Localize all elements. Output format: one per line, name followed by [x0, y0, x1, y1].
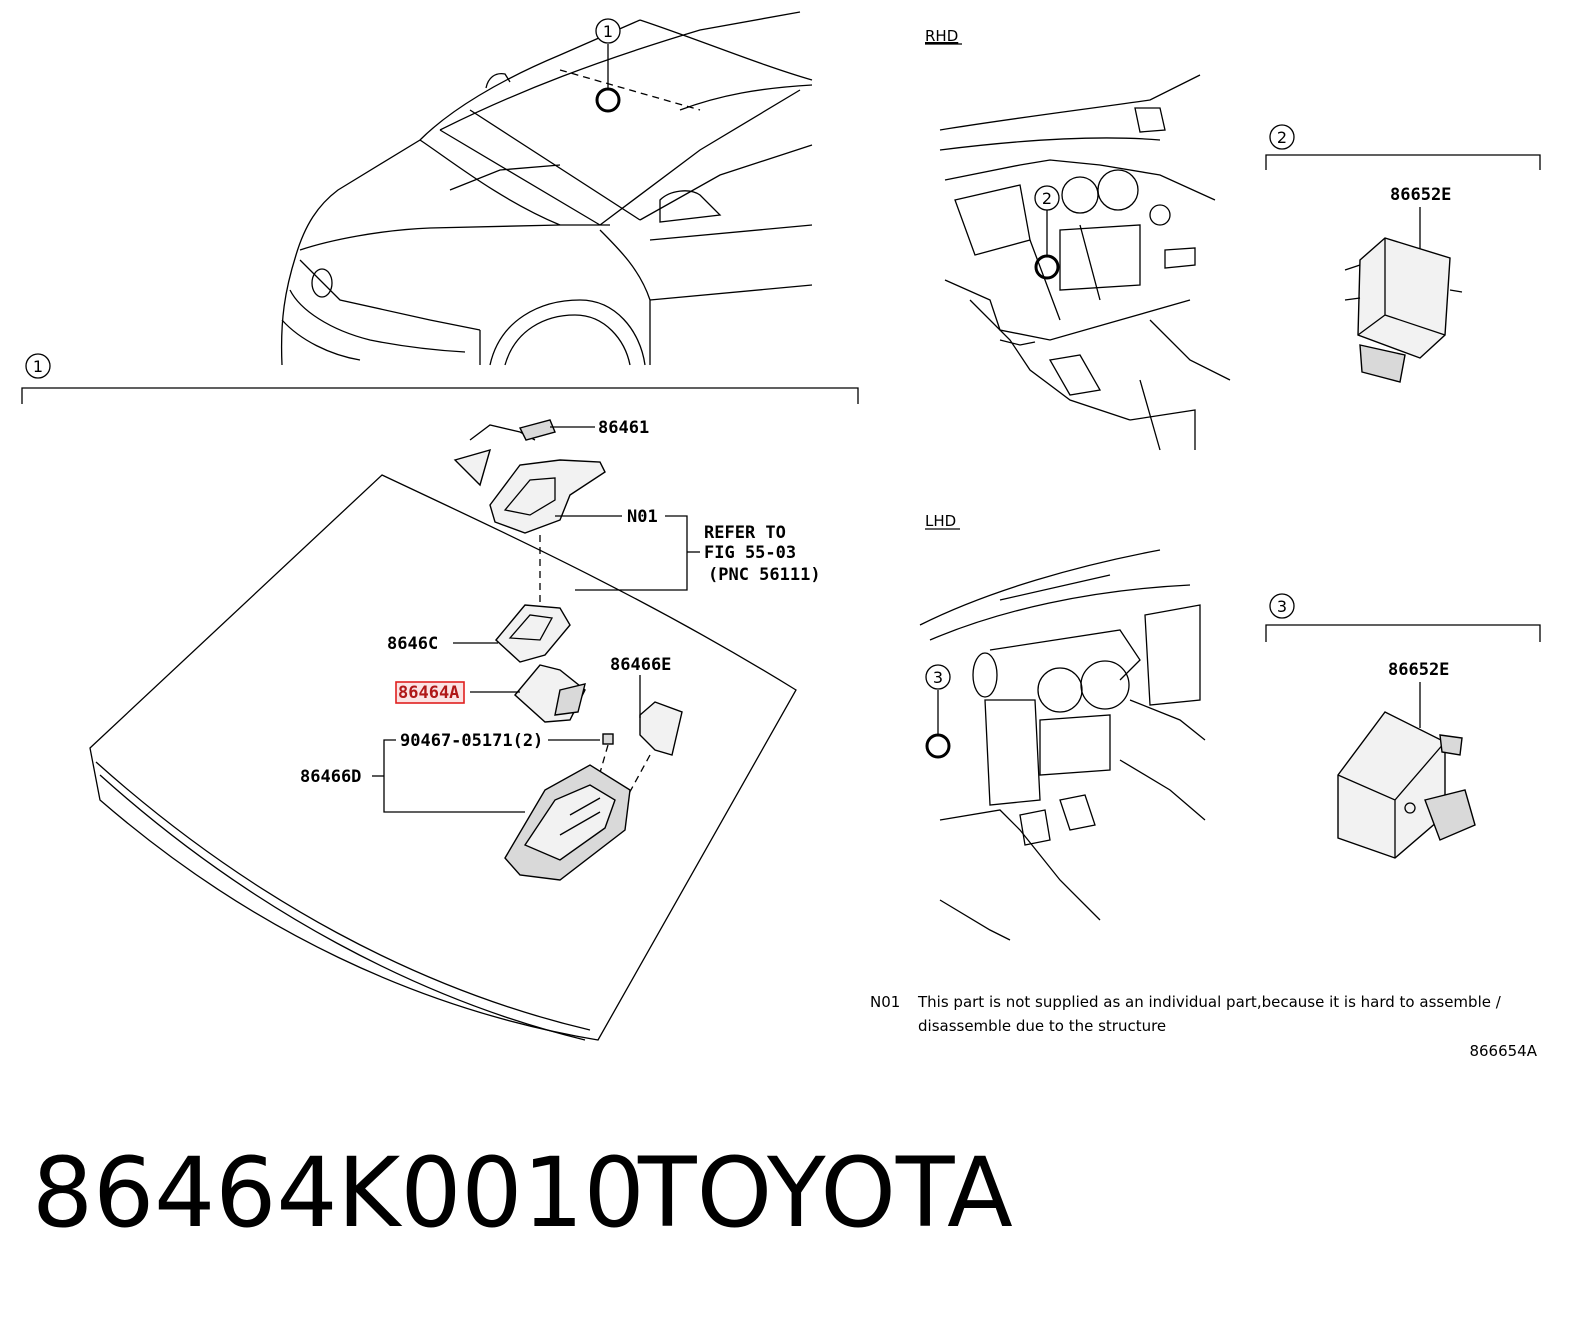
callout-label-1-car: 1 — [603, 22, 613, 41]
part-86466e-shape — [639, 701, 683, 756]
location-marker-1 — [595, 87, 621, 113]
part-86466d-shape — [504, 764, 631, 881]
part-86652e-bottom-shape — [1337, 711, 1476, 859]
diagram-id: 866654A — [1469, 1042, 1537, 1060]
note-line-2: disassemble due to the structure — [918, 1017, 1166, 1035]
part-90467-shape — [602, 733, 614, 745]
note-line-1: This part is not supplied as an individu… — [917, 993, 1502, 1011]
callout-label-3-group: 3 — [1277, 597, 1287, 616]
part-label-86466d[interactable]: 86466D — [300, 767, 361, 787]
part-label-90467[interactable]: 90467-05171(2) — [400, 731, 543, 751]
callout-label-2-dash: 2 — [1042, 189, 1052, 208]
part-86464a-shape — [514, 664, 586, 723]
part-label-8646c[interactable]: 8646C — [387, 634, 438, 654]
highlight-box-86464a — [395, 681, 465, 704]
part-86652e-top-shape — [1344, 237, 1463, 383]
rhd-location-marker-2 — [1034, 254, 1060, 280]
car-illustration — [280, 11, 813, 366]
callout-circle-2-group — [1269, 124, 1295, 150]
part-8646c-shape — [495, 604, 571, 663]
footer-brand: TOYOTA — [637, 1137, 1013, 1249]
refer-text-line1: REFER TO — [704, 523, 786, 543]
refer-text-line3: (PNC 56111) — [708, 565, 821, 585]
windshield-outline — [89, 474, 797, 1041]
lhd-dashboard-illustration — [919, 549, 1206, 941]
refer-bracket — [575, 515, 688, 591]
callout-label-1-group: 1 — [33, 357, 43, 376]
callout-label-2-group: 2 — [1277, 128, 1287, 147]
part-label-86461[interactable]: 86461 — [598, 418, 649, 438]
group-2-bracket — [1265, 154, 1541, 170]
part-n01-shape — [489, 459, 606, 534]
footer-part-number: 86464K0010 — [32, 1137, 645, 1249]
view-label-rhd: RHD — [925, 27, 958, 45]
part-label-86652e-bottom[interactable]: 86652E — [1388, 660, 1449, 680]
part-label-86466e[interactable]: 86466E — [610, 655, 671, 675]
note-code: N01 — [870, 993, 900, 1011]
callout-circle-2-dash — [1034, 185, 1060, 211]
callout-circle-3-group — [1269, 593, 1295, 619]
part-label-n01[interactable]: N01 — [627, 507, 658, 527]
rhd-dashboard-illustration — [939, 74, 1231, 451]
part-label-86652e-top[interactable]: 86652E — [1390, 185, 1451, 205]
group-3-bracket — [1265, 624, 1541, 642]
callout-circle-3-dash — [925, 664, 951, 690]
part-label-86464a[interactable]: 86464A — [398, 683, 459, 703]
part-86461-shape — [453, 419, 556, 487]
callout-label-3-dash: 3 — [933, 668, 943, 687]
group-1-bracket — [21, 387, 859, 404]
lhd-location-marker-3 — [925, 733, 951, 759]
callout-circle-1-car — [595, 18, 621, 44]
callout-circle-1-group — [25, 353, 51, 379]
view-label-lhd: LHD — [925, 512, 956, 530]
refer-text-line2: FIG 55-03 — [704, 543, 796, 563]
